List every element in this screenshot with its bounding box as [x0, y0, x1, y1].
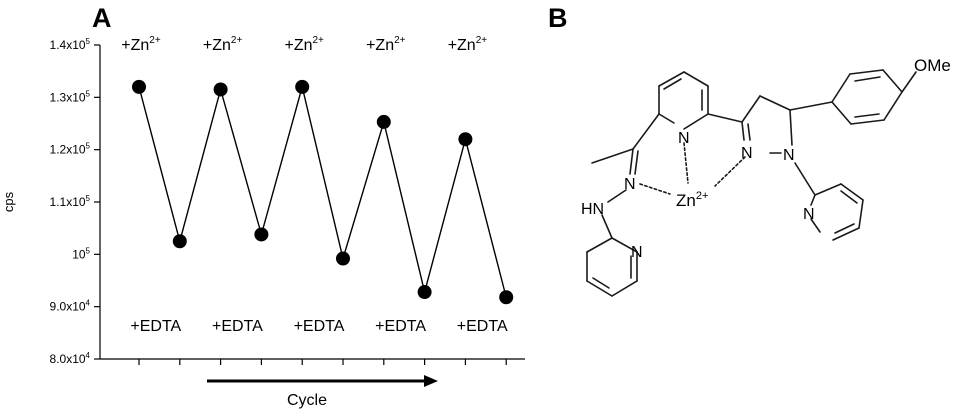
bond-ome	[901, 71, 917, 93]
bond-imine-double-b	[634, 150, 639, 175]
edta-addition-label: +EDTA	[457, 318, 508, 335]
x-axis-label: Cycle	[287, 392, 327, 409]
zinc-center-label: Zn2+	[676, 190, 708, 210]
zinc-addition-label: +Zn2+	[366, 35, 406, 54]
edta-addition-label: +EDTA	[294, 318, 345, 335]
zinc-addition-label: +Zn2+	[203, 35, 243, 54]
atom-n-right-pyridine: N	[803, 206, 815, 223]
y-axis-label: cps	[1, 191, 16, 212]
annotations: +Zn2+ +EDTA +Zn2+ +EDTA +Zn2+ +EDTA +Zn2+ +EDTA…	[121, 35, 508, 335]
zinc-addition-label: +Zn2+	[284, 35, 324, 54]
lower-left-pyridine-ring	[586, 237, 638, 297]
data-point	[295, 79, 310, 94]
y-tick-label: 8.0x104	[50, 351, 91, 366]
y-ticks: 1.4x105 1.3x105 1.2x105 1.1x105 105 9.0x104 8.…	[50, 37, 100, 366]
bond-n-nh	[607, 189, 627, 203]
atom-n-lower-pyridine: N	[631, 244, 643, 261]
coordination-bond-imine	[639, 183, 671, 195]
bond-c2-imine-carbon	[632, 113, 660, 150]
atom-hn: HN	[581, 201, 604, 218]
cycle-arrow-head	[424, 375, 438, 387]
methoxyphenyl-ring	[831, 69, 903, 125]
data-point	[336, 251, 350, 266]
coordination-bond-pyridine	[683, 142, 689, 184]
data-point	[458, 132, 473, 147]
methoxy-label: OMe	[914, 56, 951, 75]
atom-n-pyrazoline-1: N	[741, 145, 753, 162]
series-line	[138, 86, 507, 298]
y-tick-label: 1.3x105	[50, 89, 91, 104]
zinc-addition-label: +Zn2+	[121, 35, 161, 54]
atom-labels: N N HN N N N N OMe Zn2+	[581, 56, 951, 261]
data-point	[132, 79, 146, 94]
bond-nh-pyridyl	[601, 214, 613, 239]
edta-addition-label: +EDTA	[130, 318, 181, 335]
y-tick-label: 1.2x105	[50, 142, 91, 157]
panel-label-a: A	[92, 3, 112, 33]
bond-n-pyridyl	[794, 162, 816, 196]
bond-to-aryl	[789, 101, 833, 111]
atom-n-imine: N	[624, 176, 636, 193]
central-pyridine-ring	[658, 71, 709, 130]
data-point	[172, 234, 187, 249]
data-point	[499, 290, 514, 305]
y-tick-label: 1.4x105	[50, 37, 91, 52]
coordination-bond-pyrazoline	[714, 156, 746, 187]
y-tick-label: 9.0x104	[50, 299, 91, 314]
x-ticks	[138, 359, 507, 365]
panel-label-b: B	[548, 3, 568, 33]
y-tick-label: 105	[72, 246, 90, 261]
atom-n-pyridine: N	[678, 130, 690, 147]
cycling-chart: 1.4x105 1.3x105 1.2x105 1.1x105 105 9.0x104 8.…	[1, 35, 525, 409]
right-pyridine-ring	[810, 183, 864, 241]
data-point	[213, 82, 228, 97]
data-point	[417, 285, 432, 300]
zinc-addition-label: +Zn2+	[448, 35, 488, 54]
atom-n-pyrazoline-2: N	[783, 147, 795, 164]
edta-addition-label: +EDTA	[375, 318, 426, 335]
y-tick-label: 1.1x105	[50, 194, 91, 209]
chemical-structure	[586, 69, 917, 297]
bond-methyl	[591, 148, 634, 164]
data-point	[376, 114, 391, 129]
data-point	[254, 227, 269, 242]
data-points	[132, 79, 514, 305]
edta-addition-label: +EDTA	[212, 318, 263, 335]
pyrazoline-ring	[707, 95, 793, 154]
bond-imine-double-a	[629, 148, 634, 175]
